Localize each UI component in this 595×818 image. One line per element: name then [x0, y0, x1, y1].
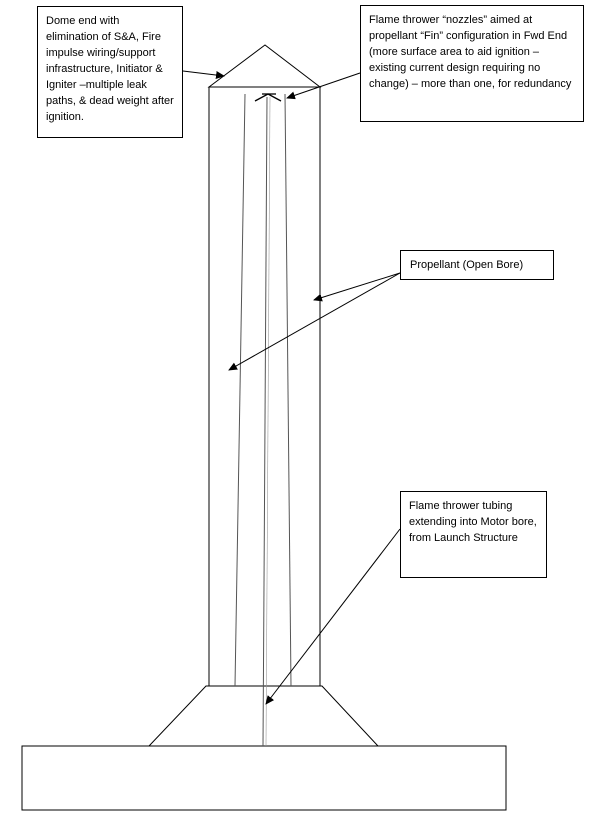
arrow-propellant-left: [228, 272, 401, 371]
bore-wall-left: [234, 93, 246, 687]
arrow-tubing: [265, 528, 401, 705]
launch-structure-block: [21, 745, 507, 811]
callout-dome-end: Dome end with elimination of S&A, Fire i…: [37, 6, 183, 138]
flame-thrower-tubing: [262, 96, 268, 747]
callout-propellant: Propellant (Open Bore): [400, 250, 554, 280]
callout-flame-nozzles: Flame thrower “nozzles” aimed at propell…: [360, 5, 584, 122]
dome-end: [207, 44, 322, 88]
flame-nozzle-head: [254, 93, 282, 102]
bore-wall-right: [284, 93, 292, 687]
arrow-nozzles: [286, 72, 361, 100]
arrow-propellant-right: [313, 272, 401, 302]
motor-casing: [208, 86, 321, 687]
flame-thrower-tubing-2: [265, 96, 271, 747]
arrow-dome: [182, 70, 225, 80]
callout-tubing: Flame thrower tubing extending into Moto…: [400, 491, 547, 578]
